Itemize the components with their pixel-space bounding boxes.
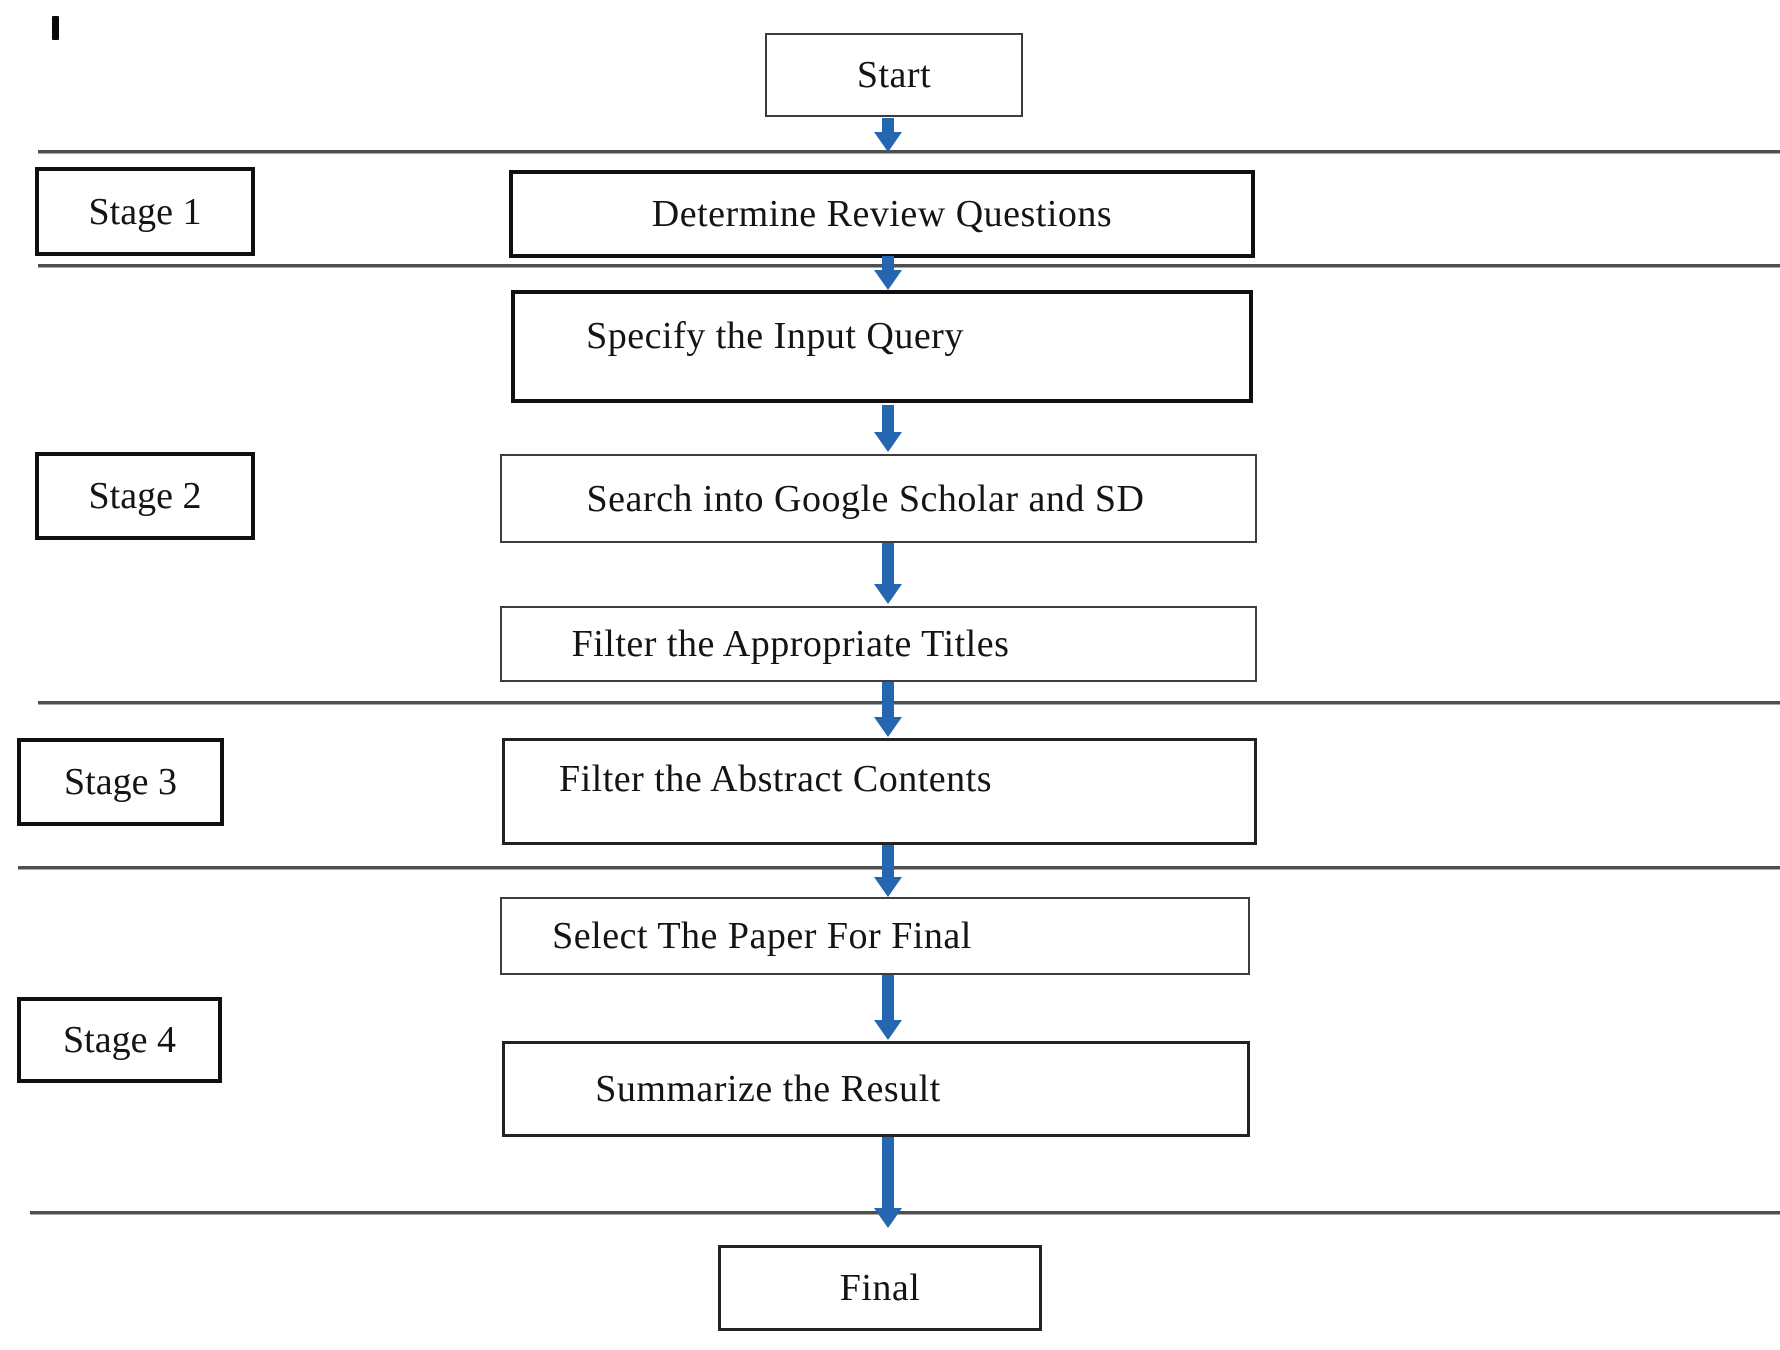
flow-node-select-paper-label: Select The Paper For Final [552, 915, 972, 957]
flow-node-search-google-scholar-sd: Search into Google Scholar and SD [500, 454, 1257, 543]
stage-divider-line-3 [38, 701, 1780, 705]
flow-node-determine-review-questions: Determine Review Questions [509, 170, 1255, 258]
stray-tick-mark [52, 16, 59, 40]
flow-node-search-label: Search into Google Scholar and SD [586, 477, 1145, 520]
stage-4-label-box: Stage 4 [17, 997, 222, 1083]
flow-node-filter-abstract-label: Filter the Abstract Contents [558, 757, 992, 800]
arrow-summarize-to-final [874, 1137, 902, 1228]
arrow-select-paper-to-summarize [874, 975, 902, 1040]
flow-node-determine-label: Determine Review Questions [651, 193, 1113, 235]
stage-1-label-box: Stage 1 [35, 167, 255, 256]
flow-node-start: Start [765, 33, 1023, 117]
stage-divider-line-5 [30, 1211, 1780, 1215]
flow-node-filter-abstract-contents: Filter the Abstract Contents [502, 738, 1257, 845]
flow-node-filter-appropriate-titles: Filter the Appropriate Titles [500, 606, 1257, 682]
flow-node-specify-label: Specify the Input Query [586, 314, 964, 357]
stage-1-label: Stage 1 [88, 190, 202, 233]
flow-node-summarize-result: Summarize the Result [502, 1041, 1250, 1137]
stage-2-label: Stage 2 [88, 475, 202, 517]
flow-node-start-label: Start [856, 54, 932, 96]
stage-2-label-box: Stage 2 [35, 452, 255, 540]
flow-node-specify-input-query: Specify the Input Query [511, 290, 1253, 403]
stage-3-label-box: Stage 3 [17, 738, 224, 826]
arrow-filter-titles-to-filter-abstract [874, 682, 902, 737]
arrow-filter-abstract-to-select-paper [874, 845, 902, 897]
stage-divider-line-4 [18, 866, 1780, 870]
flow-node-filter-titles-label: Filter the Appropriate Titles [571, 623, 1010, 665]
flow-node-summarize-label: Summarize the Result [595, 1068, 941, 1110]
arrow-specify-to-search [874, 405, 902, 452]
flow-node-select-paper-for-final: Select The Paper For Final [500, 897, 1250, 975]
stage-3-label: Stage 3 [64, 761, 177, 803]
arrow-determine-to-specify [874, 256, 902, 290]
stage-divider-line-2 [38, 264, 1780, 268]
stage-divider-line-1 [38, 150, 1780, 154]
arrow-start-to-determine [874, 118, 902, 152]
stage-4-label: Stage 4 [63, 1019, 176, 1061]
flow-node-final-label: Final [839, 1267, 921, 1309]
arrow-search-to-filter-titles [874, 543, 902, 604]
flow-node-final: Final [718, 1245, 1042, 1331]
